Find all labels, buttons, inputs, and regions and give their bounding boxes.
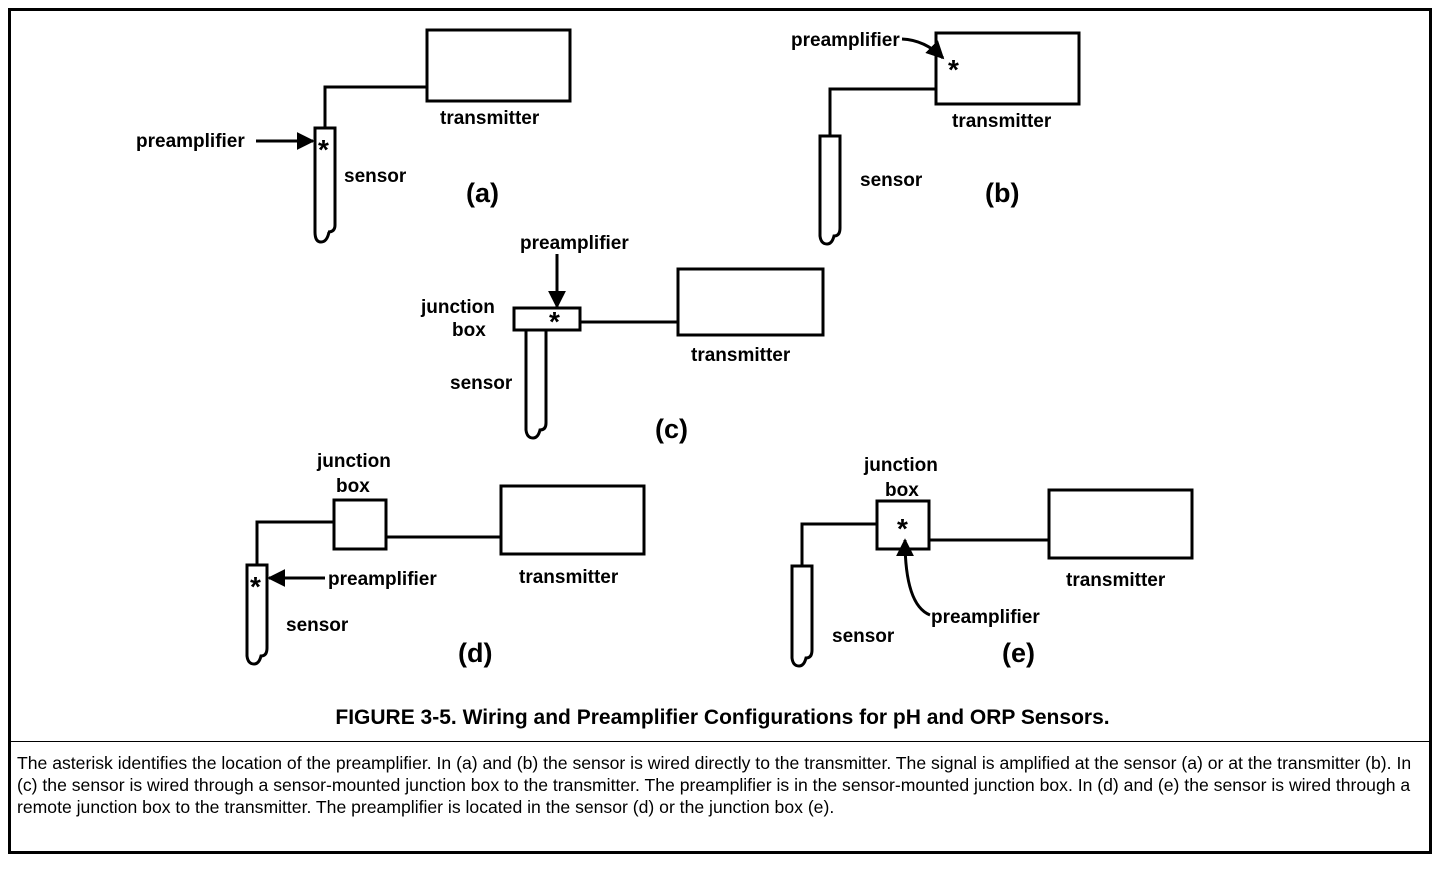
junction-label: junction <box>420 297 495 318</box>
panel-b: transmitter * preamplifier sensor (b) <box>791 30 1081 246</box>
transmitter-label: transmitter <box>1066 570 1166 591</box>
box-label: box <box>452 320 486 341</box>
panel-d: transmitter junction box * preamplifier … <box>245 451 646 668</box>
preamplifier-arrow <box>896 538 931 617</box>
sensor-cable <box>800 522 877 566</box>
sensor-probe <box>818 134 842 246</box>
panel-a: transmitter * preamplifier sensor (a) <box>136 28 572 244</box>
sensor-label: sensor <box>832 626 895 647</box>
transmitter-box <box>934 31 1081 106</box>
wiring-diagram: transmitter * preamplifier sensor (a) tr… <box>136 28 1194 668</box>
transmitter-label: transmitter <box>691 345 791 366</box>
preamplifier-label: preamplifier <box>136 131 245 152</box>
figure-description: The asterisk identifies the location of … <box>17 753 1412 817</box>
figure-title: FIGURE 3-5. Wiring and Preamplifier Conf… <box>335 706 1110 729</box>
transmitter-label: transmitter <box>519 567 619 588</box>
preamplifier-label: preamplifier <box>520 233 629 254</box>
transmitter-box <box>1047 488 1194 560</box>
sensor-label: sensor <box>344 166 407 187</box>
sensor-cable <box>828 87 936 136</box>
preamplifier-label: preamplifier <box>931 607 1040 628</box>
transmitter-label: transmitter <box>952 111 1052 132</box>
panel-label-a: (a) <box>466 178 499 208</box>
sensor-probe <box>790 564 814 668</box>
figure-frame <box>8 8 1432 854</box>
transmitter-box <box>676 267 825 337</box>
sensor-label: sensor <box>860 170 923 191</box>
sensor-probe <box>245 563 269 666</box>
panel-label-e: (e) <box>1002 638 1035 668</box>
preamplifier-label: preamplifier <box>791 30 900 51</box>
transmitter-box <box>499 484 646 556</box>
sensor-label: sensor <box>286 615 349 636</box>
panel-label-c: (c) <box>655 414 688 444</box>
panel-label-d: (d) <box>458 638 492 668</box>
panel-c: transmitter * preamplifier junction box … <box>420 233 825 444</box>
junction-box <box>512 306 582 332</box>
transmitter-label: transmitter <box>440 108 540 129</box>
preamplifier-asterisk: * <box>318 134 329 165</box>
preamplifier-arrow <box>901 37 945 60</box>
junction-box <box>332 498 388 551</box>
junction-label: junction <box>316 451 391 472</box>
box-label: box <box>336 476 370 497</box>
junction-label: junction <box>863 455 938 476</box>
preamplifier-label: preamplifier <box>328 569 437 590</box>
sensor-label: sensor <box>450 373 513 394</box>
box-label: box <box>885 480 919 501</box>
sensor-cable <box>255 520 334 565</box>
sensor-probe <box>313 126 337 244</box>
caption-divider <box>8 741 1432 742</box>
sensor-cable <box>323 85 427 128</box>
preamplifier-asterisk: * <box>897 513 908 544</box>
sensor-probe <box>524 328 548 440</box>
panel-label-b: (b) <box>985 178 1019 208</box>
transmitter-box <box>425 28 572 103</box>
preamplifier-asterisk: * <box>549 306 560 337</box>
preamplifier-asterisk: * <box>250 571 261 602</box>
preamplifier-asterisk: * <box>948 54 959 85</box>
panel-e: transmitter junction box * preamplifier … <box>790 455 1194 668</box>
